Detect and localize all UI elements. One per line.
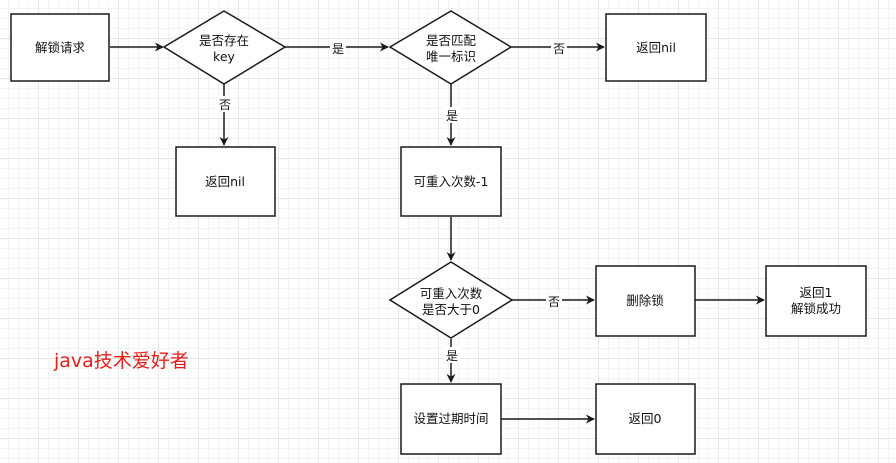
svg-text:解锁成功: 解锁成功: [791, 301, 841, 316]
node-return-nil-top-line1: 返回nil: [205, 174, 245, 189]
node-return-zero: 返回0: [595, 383, 696, 455]
label-key-exists-no: 否: [219, 98, 231, 112]
node-reentrant-decrement-line1: 可重入次数-1: [414, 174, 489, 189]
node-set-expire: 设置过期时间: [400, 383, 502, 455]
svg-text:解锁请求: 解锁请求: [35, 40, 86, 55]
node-reentrant-decrement: 可重入次数-1: [400, 146, 502, 217]
node-id-match-line1: 是否匹配: [426, 33, 477, 48]
node-delete-lock-line1: 删除锁: [626, 293, 664, 308]
node-return-nil-top: 返回nil: [175, 146, 276, 217]
node-count-gt-zero-line1: 可重入次数: [420, 286, 483, 301]
label-id-match-yes: 是: [446, 109, 458, 123]
node-return-nil-right-line1: 返回nil: [636, 40, 676, 55]
node-return-one-line2: 解锁成功: [791, 301, 841, 316]
svg-text:是否大于0: 是否大于0: [422, 302, 480, 317]
node-id-match: 是否匹配 唯一标识: [388, 10, 513, 85]
node-count-gt-zero: 可重入次数 是否大于0: [388, 261, 514, 339]
node-key-exists: 是否存在 key: [162, 10, 287, 85]
node-return-one-line1: 返回1: [800, 285, 833, 300]
node-unlock-request: 解锁请求: [10, 13, 110, 82]
edge-labels: 是 否 否 是 否 是: [217, 40, 567, 363]
label-key-exists-yes: 是: [332, 42, 344, 56]
node-key-exists-line2: key: [213, 49, 235, 64]
node-delete-lock: 删除锁: [595, 265, 696, 337]
svg-text:返回nil: 返回nil: [205, 174, 245, 189]
node-return-zero-line1: 返回0: [629, 411, 662, 426]
node-set-expire-line1: 设置过期时间: [413, 411, 488, 426]
svg-text:设置过期时间: 设置过期时间: [413, 411, 488, 426]
node-key-exists-line1: 是否存在: [199, 33, 249, 48]
svg-text:是否存在: 是否存在: [199, 33, 249, 48]
node-count-gt-zero-line2: 是否大于0: [422, 302, 480, 317]
svg-text:key: key: [213, 49, 235, 64]
watermark-text: java技术爱好者: [54, 350, 189, 372]
svg-text:删除锁: 删除锁: [626, 293, 664, 308]
label-id-match-no: 否: [553, 42, 565, 56]
svg-text:返回1: 返回1: [800, 285, 833, 300]
node-id-match-line2: 唯一标识: [426, 49, 476, 64]
label-count-no: 否: [548, 295, 560, 309]
label-count-yes: 是: [446, 349, 458, 363]
node-return-one: 返回1 解锁成功: [765, 265, 867, 337]
svg-text:返回0: 返回0: [629, 411, 662, 426]
svg-text:可重入次数: 可重入次数: [420, 286, 483, 301]
node-return-nil-right: 返回nil: [605, 13, 707, 82]
svg-text:返回nil: 返回nil: [636, 40, 676, 55]
node-unlock-request-line1: 解锁请求: [35, 40, 86, 55]
svg-text:可重入次数-1: 可重入次数-1: [414, 174, 489, 189]
edges: [110, 42, 765, 424]
svg-text:是否匹配: 是否匹配: [426, 33, 477, 48]
svg-text:唯一标识: 唯一标识: [426, 49, 476, 64]
